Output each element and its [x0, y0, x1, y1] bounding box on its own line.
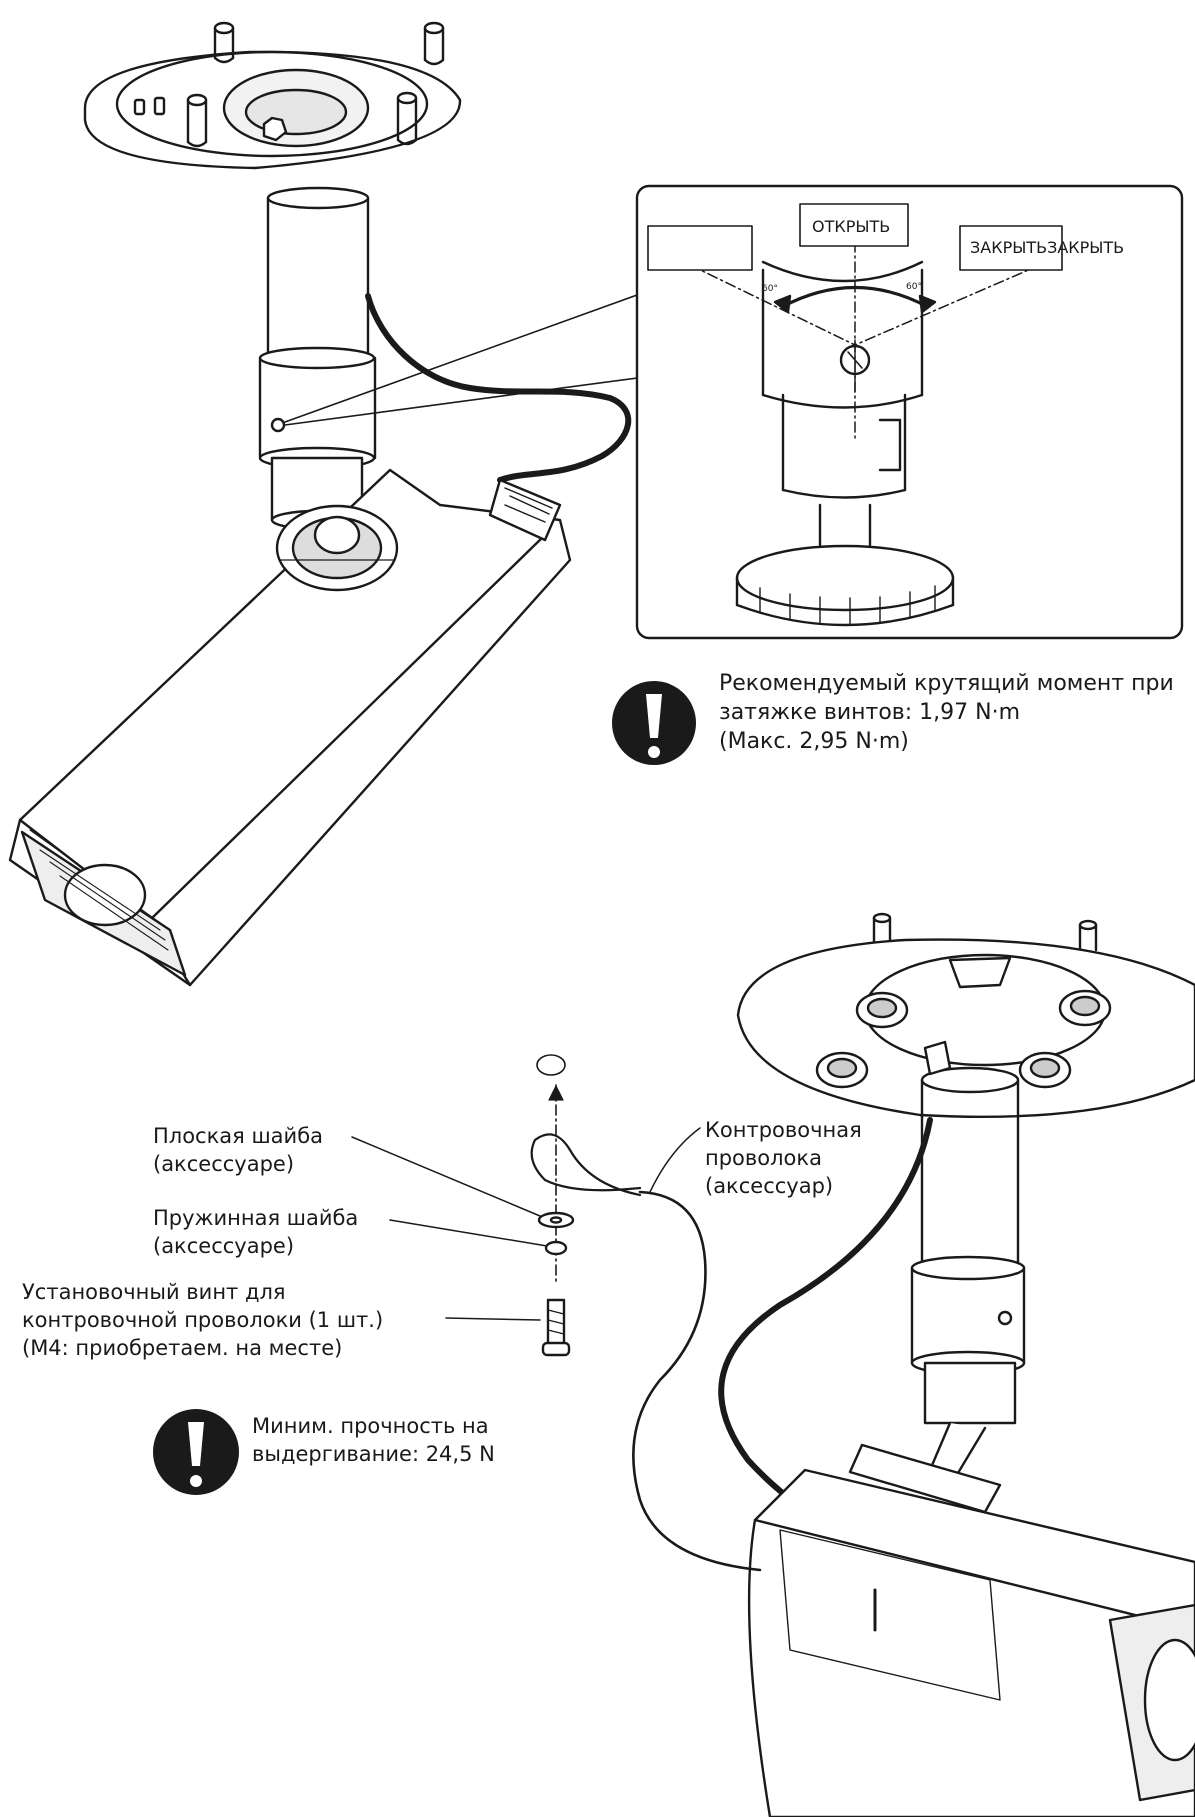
pull-strength-note-line-1: Миним. прочность на: [252, 1414, 489, 1438]
wire-hook-hole: [536, 1054, 566, 1076]
close-label-box: [959, 225, 1063, 271]
screw-label: Установочный винт для контровочной прово…: [22, 1278, 383, 1362]
spring-washer: [544, 1240, 568, 1256]
leader-spring-washer: [389, 1219, 548, 1247]
angle-left-label: 60°: [762, 284, 778, 294]
safety-wire: [632, 1190, 762, 1572]
leader-safety-wire: [649, 1127, 701, 1193]
open-label: ОТКРЫТЬ: [812, 217, 891, 236]
flat-washer-label-line-1: Плоская шайба: [153, 1124, 324, 1148]
detail-angle-axes: [689, 221, 1041, 441]
top-mount-base: [83, 21, 462, 170]
torque-warning-icon: [612, 681, 696, 765]
leader-screw: [445, 1317, 541, 1321]
open-label-box: [799, 203, 909, 247]
rotation-arrow-icon: [773, 286, 937, 314]
top-camera-body: [8, 468, 572, 987]
safety-wire-label-line-1: Контровочная: [705, 1118, 862, 1142]
base-pins: [186, 21, 445, 148]
pull-strength-note: Миним. прочность на выдергивание: 24,5 N: [252, 1412, 495, 1468]
spring-washer-label-line-2: (аксессуаре): [153, 1234, 295, 1258]
top-camera-assembly: [8, 21, 632, 987]
screw-label-line-2: контровочной проволоки (1 шт.): [22, 1308, 384, 1332]
flat-washer-label-line-2: (аксессуаре): [153, 1152, 295, 1176]
set-screw: [541, 1298, 571, 1357]
callout-line: [284, 294, 638, 426]
spring-washer-label-line-1: Пружинная шайба: [153, 1206, 359, 1230]
screw-label-line-1: Установочный винт для: [22, 1280, 286, 1304]
torque-note-line-3: (Макс. 2,95 N·m): [719, 729, 909, 754]
safety-wire-label-line-2: проволока: [705, 1146, 822, 1170]
pull-strength-warning-icon: [153, 1409, 239, 1495]
safety-wire-loop: [530, 1133, 642, 1197]
top-cable: [365, 293, 632, 483]
detail-frame: [635, 184, 1184, 640]
torque-note-line-1: Рекомендуемый крутящий момент при: [719, 671, 1174, 696]
safety-wire-label-line-3: (аксессуар): [705, 1174, 834, 1198]
detail-empty-label-box: [647, 225, 753, 271]
bottom-cable: [718, 1117, 933, 1523]
detail-inset: [284, 184, 1184, 640]
close-label: ЗАКРЫТЬЗАКРЫТЬ: [970, 238, 1125, 257]
base-nuts: [815, 989, 1112, 1089]
screw-label-line-3: (M4: приобретаем. на месте): [22, 1336, 343, 1360]
leader-flat-washer: [351, 1136, 541, 1217]
safety-wire-assembly: [351, 1054, 762, 1572]
pull-strength-note-line-2: выдергивание: 24,5 N: [252, 1442, 495, 1466]
bottom-camera-assembly: [718, 912, 1195, 1817]
flat-washer-label: Плоская шайба (аксессуаре): [153, 1122, 323, 1178]
safety-wire-label: Контровочная проволока (аксессуар): [705, 1116, 862, 1200]
top-mount-pole: [258, 186, 377, 531]
torque-note-line-2: затяжке винтов: 1,97 N·m: [719, 700, 1021, 725]
spring-washer-label: Пружинная шайба (аксессуаре): [153, 1204, 358, 1260]
torque-note: Рекомендуемый крутящий момент при затяжк…: [719, 669, 1174, 756]
angle-right-label: 60°: [906, 282, 922, 292]
